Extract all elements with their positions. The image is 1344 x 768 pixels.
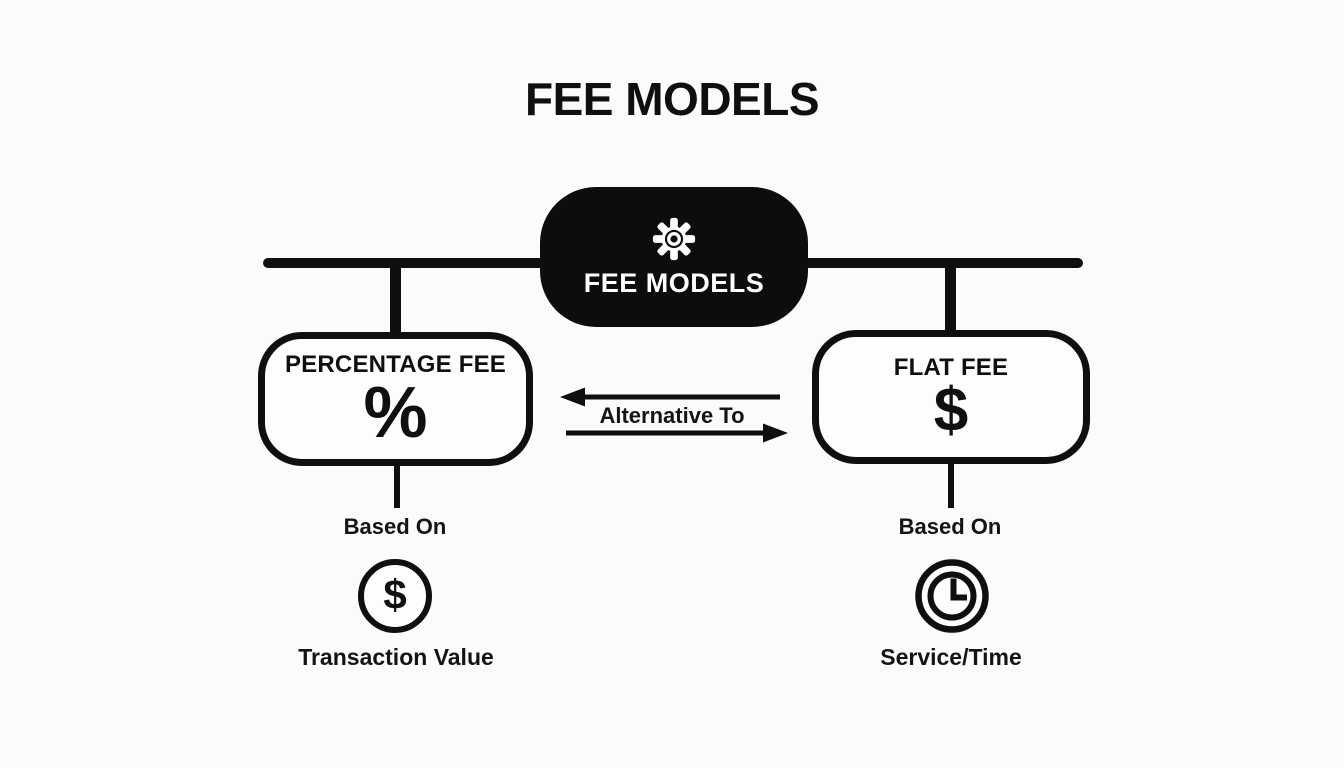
connector-root-to-percentage: [390, 262, 401, 336]
node-flat-fee: FLAT FEE $: [812, 330, 1090, 464]
arrow-left-icon: [560, 387, 780, 407]
based-on-label: Based On: [898, 514, 1002, 539]
dollar-circle-symbol: $: [383, 571, 407, 618]
leaf-label-service-time: Service/Time: [880, 644, 1022, 670]
node-title: PERCENTAGE FEE: [284, 350, 507, 378]
clock-icon: [915, 559, 989, 633]
percent-symbol: %: [363, 372, 428, 453]
arrow-right-icon: [566, 423, 788, 443]
root-node-label: FEE MODELS: [583, 267, 765, 298]
leaf-label-transaction-value: Transaction Value: [298, 644, 494, 670]
relationship-label: Alternative To: [599, 403, 745, 428]
root-node-fee-models: FEE MODELS: [540, 187, 808, 327]
connector-flat-to-basis: [948, 463, 954, 508]
dollar-circle-icon: $: [358, 559, 432, 633]
based-on-label: Based On: [343, 514, 447, 539]
gear-icon: [652, 217, 696, 260]
page-title: FEE MODELS: [524, 73, 820, 125]
connector-percentage-to-basis: [394, 464, 400, 508]
connector-root-to-flat: [945, 262, 956, 334]
dollar-symbol: $: [933, 375, 969, 445]
node-title: FLAT FEE: [893, 353, 1009, 381]
node-percentage-fee: PERCENTAGE FEE %: [258, 332, 533, 466]
